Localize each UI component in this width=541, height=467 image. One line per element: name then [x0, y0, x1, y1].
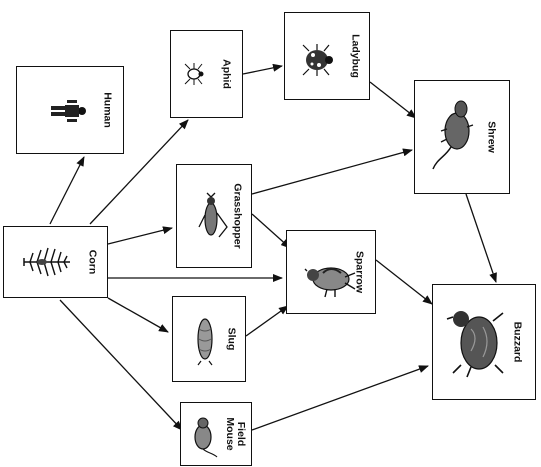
arrow-aphid-to-ladybug [242, 63, 283, 75]
node-aphid: Aphid [170, 30, 243, 118]
corn-plant-icon [23, 247, 70, 277]
arrow-corn-to-human [49, 156, 85, 225]
arrow-ladybug-to-shrew [369, 81, 417, 119]
ladybug-icon [302, 44, 333, 76]
label-field-mouse: Field Mouse [224, 417, 247, 451]
field-mouse-icon [194, 417, 218, 458]
buzzard-icon [446, 311, 504, 378]
arrow-grasshopper-to-shrew [251, 148, 413, 195]
arrow-corn-to-grasshopper [107, 226, 173, 245]
arrow-shrew-to-buzzard [465, 193, 497, 283]
shrew-icon [432, 100, 474, 170]
node-sparrow: Sparrow [286, 230, 376, 314]
arrow-sparrow-to-buzzard [375, 259, 433, 305]
human-figure-icon [51, 100, 86, 122]
node-grasshopper: Grasshopper [176, 164, 252, 268]
node-ladybug: Ladybug [284, 12, 370, 100]
node-buzzard: Buzzard [432, 284, 536, 400]
node-slug: Slug [172, 296, 246, 382]
aphid-icon [184, 63, 204, 85]
node-shrew: Shrew [414, 80, 510, 194]
label-slug: Slug [225, 327, 238, 351]
node-human: Human [16, 66, 124, 154]
label-buzzard: Buzzard [511, 321, 524, 363]
label-ladybug: Ladybug [349, 34, 362, 78]
node-corn: Corn [3, 226, 108, 298]
arrow-corn-to-aphid [89, 119, 189, 225]
label-corn: Corn [86, 249, 99, 275]
arrow-field-mouse-to-buzzard [251, 365, 429, 431]
arrow-grasshopper-to-sparrow [251, 213, 291, 249]
grasshopper-icon [198, 192, 228, 238]
arrow-corn-to-field-mouse [59, 299, 183, 431]
label-sparrow: Sparrow [353, 250, 366, 294]
label-shrew: Shrew [485, 121, 498, 153]
node-field-mouse: Field Mouse [180, 402, 252, 466]
slug-icon [197, 318, 213, 366]
label-human: Human [101, 92, 114, 128]
label-grasshopper: Grasshopper [231, 183, 244, 249]
sparrow-icon [304, 267, 356, 298]
label-aphid: Aphid [220, 59, 233, 89]
arrow-slug-to-sparrow [245, 305, 289, 337]
arrow-corn-to-slug [107, 297, 169, 333]
